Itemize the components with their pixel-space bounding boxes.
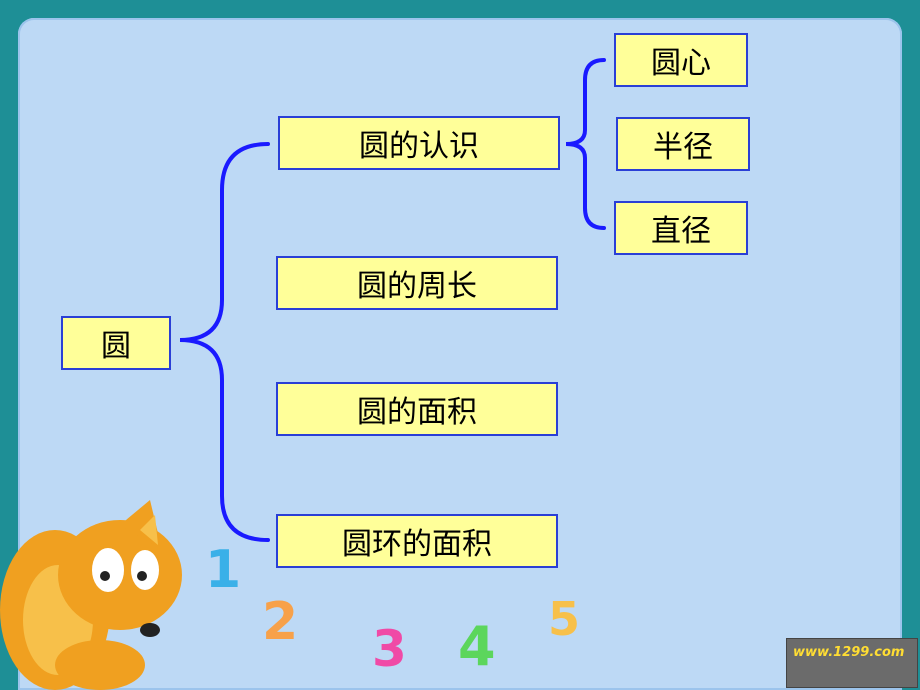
watermark-logo: www.1299.com [786,638,918,688]
node-label: 圆的周长 [357,269,477,304]
node-circle-recognition: 圆的认识 [278,116,560,170]
decor-number-2: 2 [262,592,299,652]
node-annulus-area: 圆环的面积 [276,514,558,568]
node-label: 直径 [651,214,711,249]
node-circle-area: 圆的面积 [276,382,558,436]
watermark-text: www.1299.com [793,645,905,660]
node-center: 圆心 [614,33,748,87]
root-brace [179,142,270,542]
root-node-label: 圆 [101,329,131,364]
fox-mascot-illustration [0,500,182,690]
node-radius: 半径 [616,117,750,171]
node-label: 圆的面积 [357,395,477,430]
sub-brace [565,58,606,230]
root-node: 圆 [61,316,171,370]
node-diameter: 直径 [614,201,748,255]
decor-number-5: 5 [548,592,581,646]
node-label: 半径 [653,130,713,165]
decor-number-4: 4 [458,615,496,678]
node-circle-circumference: 圆的周长 [276,256,558,310]
decor-number-3: 3 [372,620,407,678]
node-label: 圆环的面积 [342,527,492,562]
node-label: 圆的认识 [359,129,479,164]
node-label: 圆心 [651,46,711,81]
decor-number-1: 1 [205,540,242,600]
